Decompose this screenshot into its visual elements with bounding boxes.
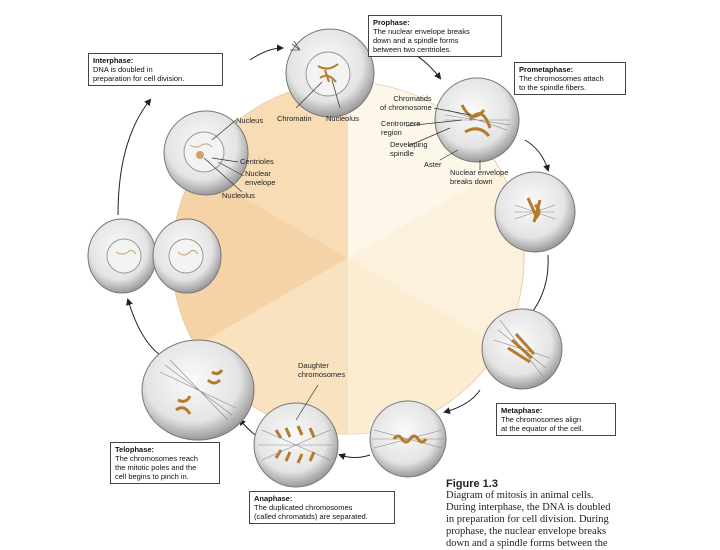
box-metaphase-title: Metaphase: (501, 406, 543, 415)
box-prometaphase-text: The chromosomes attach to the spindle fi… (519, 74, 604, 92)
arrow-to-prometaphase2 (524, 139, 550, 172)
caption-line: prophase, the nuclear envelope breaks (446, 526, 607, 537)
label-centromere: Centromere region (381, 119, 421, 137)
label-chromatids: Chromatids of chromosome (380, 94, 432, 112)
cell-interphase (163, 110, 249, 196)
label-nucleolus-interphase: Nucleolus (222, 191, 255, 200)
cell-anaphase-early (369, 400, 447, 478)
cell-prometaphase-late (494, 171, 576, 253)
box-prometaphase-title: Prometaphase: (519, 65, 574, 74)
box-interphase-text: DNA is doubled in preparation for cell d… (93, 65, 185, 83)
cell-prometaphase (434, 77, 520, 163)
label-chromatin: Chromatin (277, 114, 312, 123)
box-anaphase-title: Anaphase: (254, 494, 293, 503)
wheel-sector-anaphase (348, 258, 500, 434)
box-telophase-title: Telophase: (115, 445, 155, 454)
box-anaphase-text: The duplicated chromosomes (called chrom… (254, 503, 368, 521)
wheel-sector-interphase (172, 170, 348, 346)
arrow-to-anaphase2 (338, 453, 371, 460)
caption-line: Diagram of mitosis in animal cells. (446, 490, 594, 501)
leader-lines (203, 79, 481, 421)
caption-line: During interphase, the DNA is doubled (446, 502, 611, 513)
cell-metaphase (481, 308, 563, 390)
arrow-to-anaphase (443, 389, 481, 415)
arrow-to-prophase (249, 44, 284, 61)
cell-telophase (141, 339, 255, 441)
label-centrioles: Centrioles (240, 157, 274, 166)
label-aster: Aster (424, 160, 442, 169)
box-prophase-title: Prophase: (373, 18, 410, 27)
box-prophase-text: The nuclear envelope breaks down and a s… (373, 27, 470, 54)
label-nuclear-envelope-breaks: Nuclear envelope breaks down (450, 168, 509, 186)
box-interphase-title: Interphase: (93, 56, 134, 65)
box-prometaphase: Prometaphase: The chromosomes attach to … (514, 62, 626, 95)
label-developing-spindle: Developing spindle (390, 140, 428, 158)
label-daughter-chromosomes: Daughter chromosomes (298, 361, 346, 379)
cell-daughters (87, 218, 222, 294)
cell-anaphase (253, 402, 339, 488)
box-metaphase: Metaphase: The chromosomes align at the … (496, 403, 616, 436)
label-nuclear-envelope: Nuclear envelope (245, 169, 276, 187)
caption-line: in preparation for cell division. During (446, 514, 609, 525)
box-telophase-text: The chromosomes reach the mitotic poles … (115, 454, 198, 481)
arrow-to-interphase (117, 98, 152, 216)
phase-wheel (171, 81, 525, 435)
box-metaphase-text: The chromosomes align at the equator of … (501, 415, 584, 433)
label-nucleolus-prophase: Nucleolus (326, 114, 359, 123)
box-anaphase: Anaphase: The duplicated chromosomes (ca… (249, 491, 395, 524)
box-prophase: Prophase: The nuclear envelope breaks do… (368, 15, 502, 57)
arrow-to-metaphase (528, 254, 549, 317)
arrow-to-daughter-cells (126, 298, 161, 356)
box-interphase: Interphase: DNA is doubled in preparatio… (88, 53, 223, 86)
figure-caption: Figure 1.3 Diagram of mitosis in animal … (446, 478, 716, 550)
box-telophase: Telophase: The chromosomes reach the mit… (110, 442, 220, 484)
label-nucleus: Nucleus (236, 116, 264, 125)
cell-prophase (285, 28, 375, 118)
wheel-sector-metaphase (348, 170, 524, 346)
figure-number: Figure 1.3 (446, 478, 498, 490)
